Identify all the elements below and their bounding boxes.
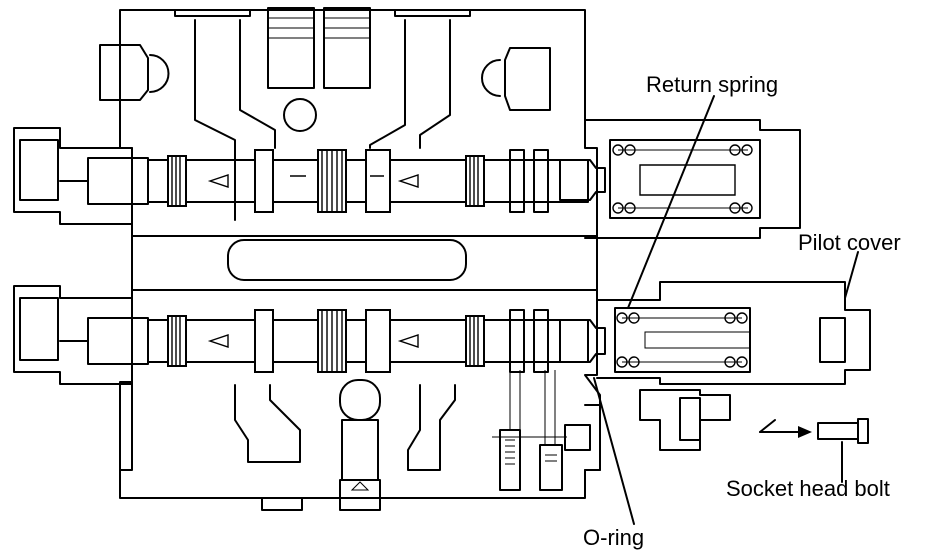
socket-head-bolt-part xyxy=(759,418,869,444)
upper-ports xyxy=(99,7,551,221)
body-section-lines xyxy=(131,235,598,291)
label-return-spring: Return spring xyxy=(646,72,779,97)
lower-spool xyxy=(13,285,606,385)
label-pilot-cover: Pilot cover xyxy=(798,230,901,255)
upper-spool xyxy=(13,127,606,225)
leader-pilot-cover xyxy=(844,251,859,299)
lower-ports xyxy=(234,370,601,511)
upper-spring-housing xyxy=(584,119,801,239)
center-passage xyxy=(227,239,467,281)
valve-body xyxy=(119,9,601,499)
label-socket-head-bolt: Socket head bolt xyxy=(726,476,890,501)
pilot-cover xyxy=(596,281,871,451)
leader-return-spring xyxy=(627,95,715,309)
label-o-ring: O-ring xyxy=(583,525,645,550)
leader-o-ring xyxy=(593,377,635,525)
